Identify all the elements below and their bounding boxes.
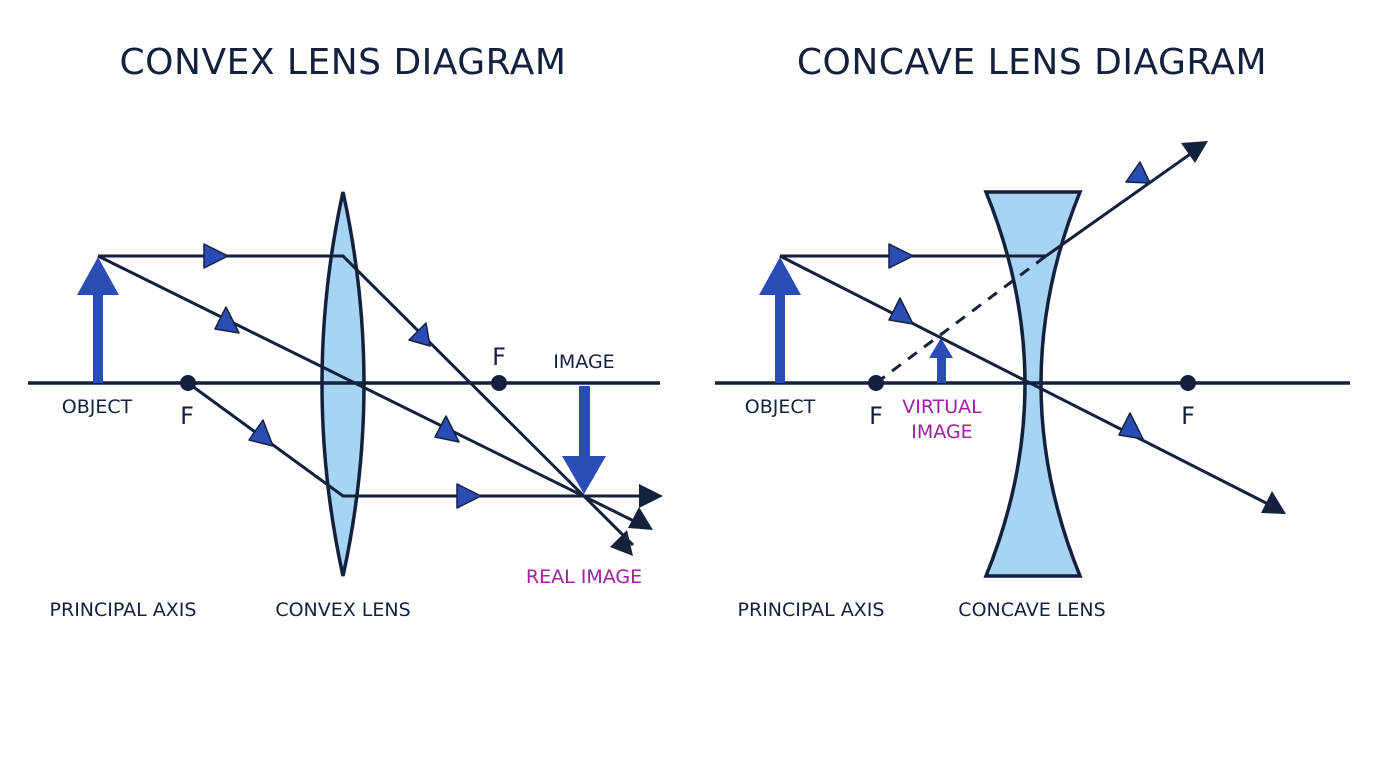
convex-direction-marker-4 — [248, 419, 274, 447]
convex-direction-marker-1 — [203, 243, 229, 269]
convex-direction-marker-3 — [408, 322, 431, 347]
convex-parallel-ray — [98, 254, 635, 547]
convex-object-arrow — [77, 257, 119, 383]
concave-focal-right-label: F — [1181, 402, 1195, 430]
concave-direction-marker-2 — [888, 297, 914, 325]
convex-direction-marker-6 — [456, 483, 482, 509]
convex-real-image-arrow — [562, 386, 606, 494]
concave-direction-marker-3 — [1125, 161, 1151, 184]
convex-arrowhead-1 — [639, 484, 663, 508]
convex-real-image-label: REAL IMAGE — [526, 566, 642, 588]
concave-virtual-image-label-line1: VIRTUAL — [902, 396, 982, 418]
concave-lens-label: CONCAVE LENS — [958, 599, 1105, 621]
convex-focal-left-label: F — [180, 402, 194, 430]
concave-focal-point-left — [868, 375, 884, 391]
concave-direction-marker-1 — [888, 243, 914, 269]
concave-virtual-image-label-line2: IMAGE — [911, 421, 972, 443]
convex-focal-point-right — [491, 375, 507, 391]
concave-arrowhead-2 — [1261, 491, 1286, 514]
concave-axis-label: PRINCIPAL AXIS — [738, 599, 885, 621]
concave-focal-left-label: F — [869, 402, 883, 430]
convex-lens-label: CONVEX LENS — [275, 599, 410, 621]
concave-arrowhead-1 — [1181, 141, 1208, 163]
concave-virtual-image-arrow — [929, 338, 953, 383]
convex-object-label: OBJECT — [62, 396, 133, 418]
convex-image-label: IMAGE — [553, 351, 614, 373]
concave-virtual-ray-extension — [875, 254, 1047, 385]
convex-direction-marker-2 — [214, 306, 240, 334]
concave-object-label: OBJECT — [745, 396, 816, 418]
convex-lens-panel: CONVEX LENS DIAGRAM — [28, 42, 663, 621]
concave-title: CONCAVE LENS DIAGRAM — [797, 42, 1267, 83]
convex-title: CONVEX LENS DIAGRAM — [120, 42, 567, 83]
concave-direction-marker-4 — [1118, 412, 1144, 440]
concave-focal-point-right — [1180, 375, 1196, 391]
convex-axis-label: PRINCIPAL AXIS — [50, 599, 197, 621]
convex-arrowhead-2 — [628, 507, 653, 530]
convex-focal-right-label: F — [492, 343, 506, 371]
concave-object-arrow — [759, 257, 801, 383]
convex-arrowhead-3 — [610, 530, 633, 556]
convex-focal-ray — [187, 381, 650, 498]
concave-lens-panel: CONCAVE LENS DIAGRAM — [715, 42, 1350, 621]
concave-center-ray — [779, 254, 1271, 507]
convex-direction-marker-5 — [434, 415, 460, 443]
convex-center-ray — [97, 254, 649, 530]
concave-parallel-ray — [780, 148, 1197, 258]
convex-focal-point-left — [180, 375, 196, 391]
